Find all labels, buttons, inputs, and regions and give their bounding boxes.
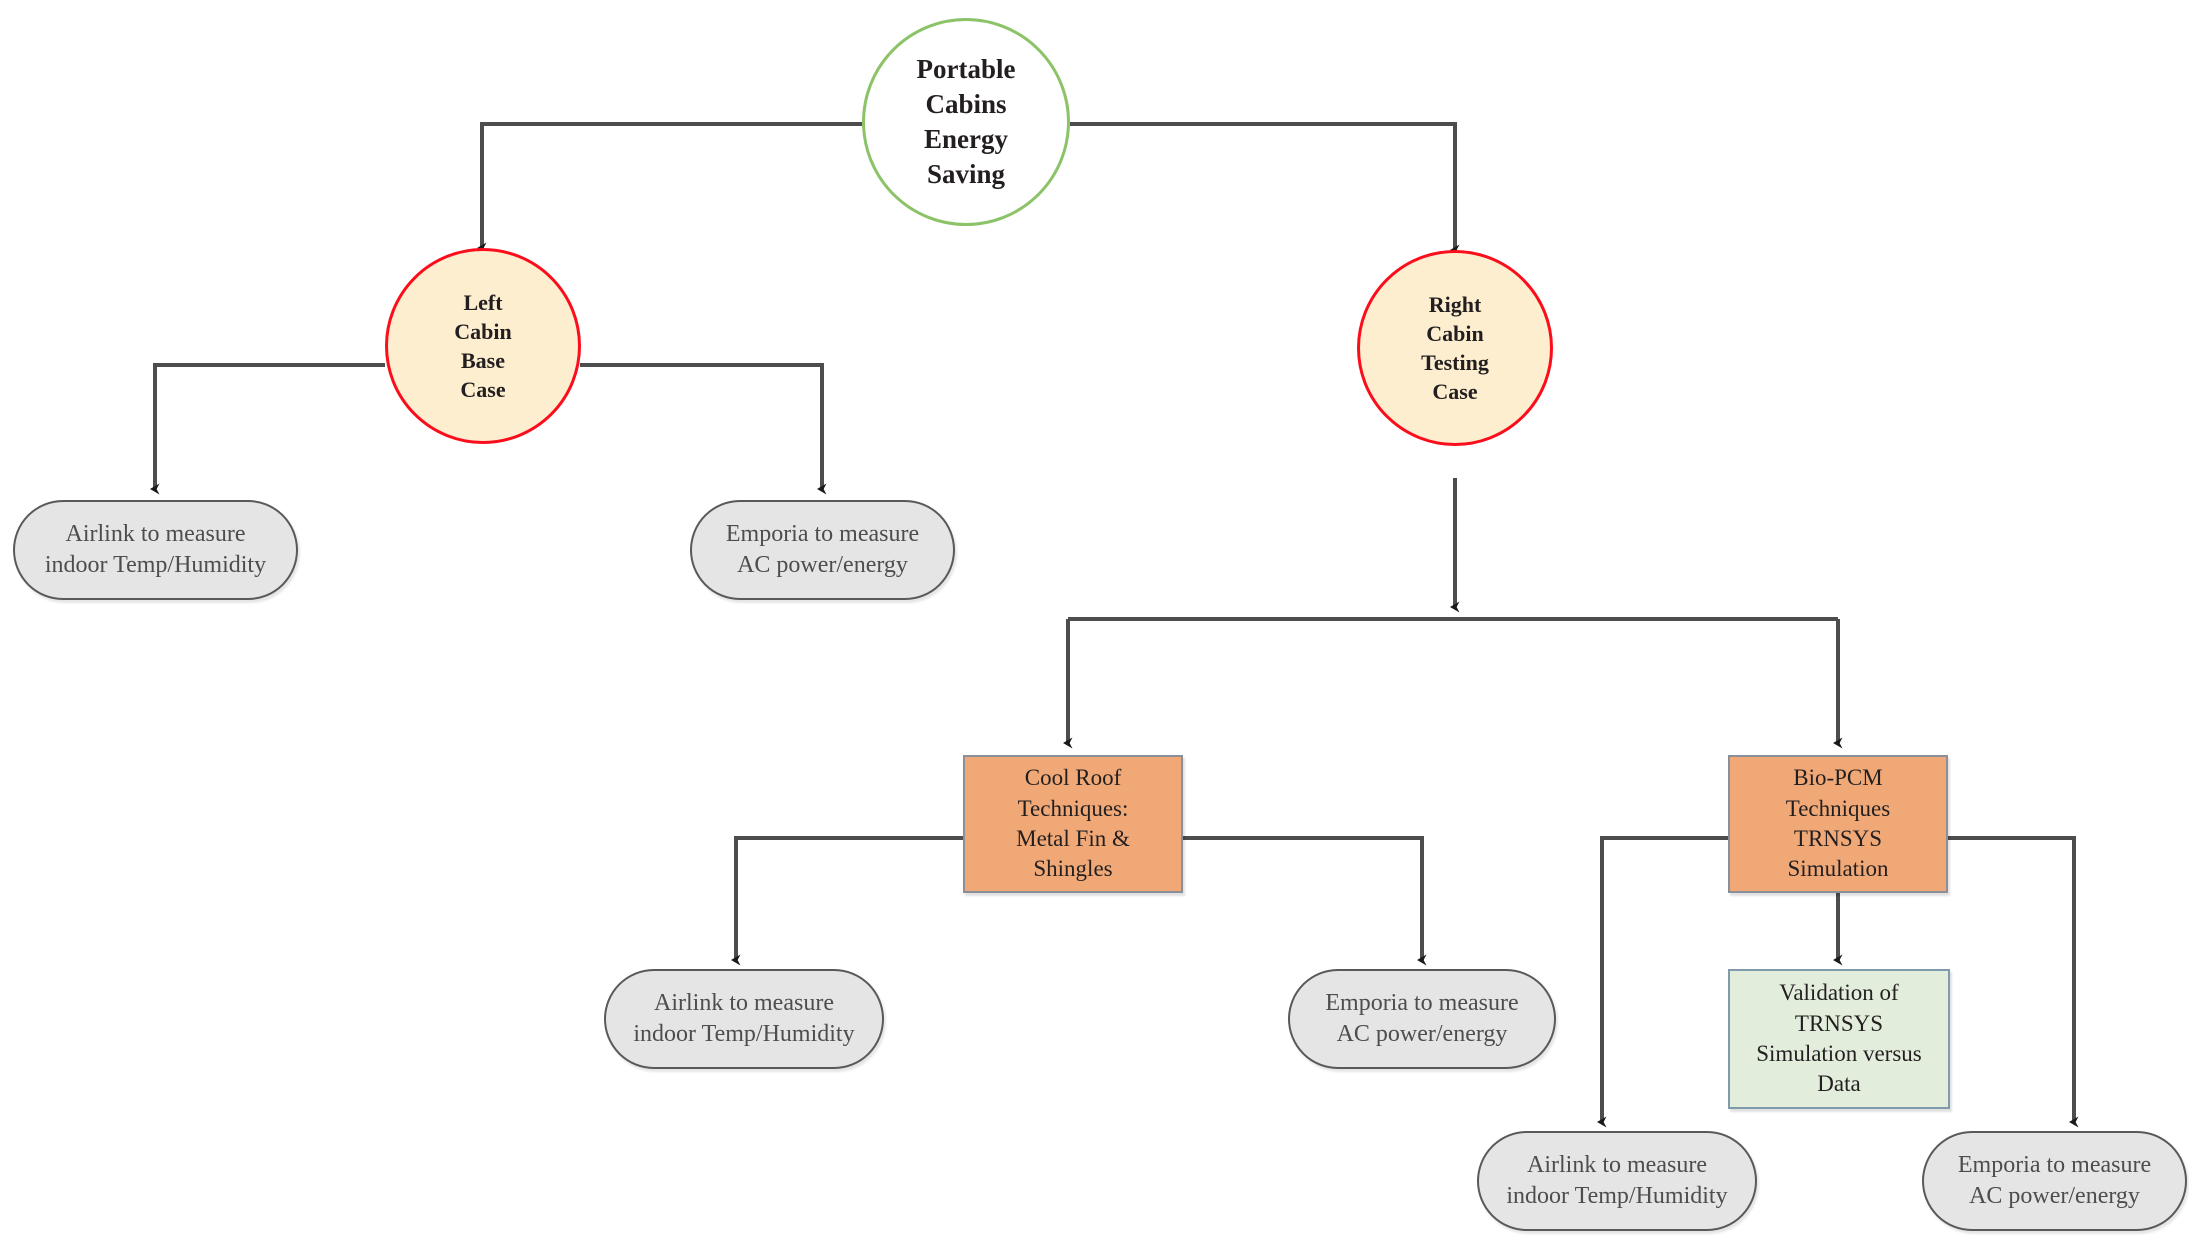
edge-cool-roof-to-airlink: [731, 836, 963, 966]
edge-bio-pcm-to-emporia: [1948, 836, 2079, 1128]
node-left-case[interactable]: Left Cabin Base Case: [385, 248, 581, 444]
node-cool-roof-label: Cool Roof Techniques: Metal Fin & Shingl…: [1016, 765, 1130, 882]
node-left-emporia[interactable]: Emporia to measure AC power/energy: [690, 500, 955, 600]
node-left-emporia-label: Emporia to measure AC power/energy: [725, 520, 920, 578]
node-bio-pcm[interactable]: Bio-PCM Techniques TRNSYS Simulation: [1728, 755, 1948, 893]
node-cool-emporia[interactable]: Emporia to measure AC power/energy: [1288, 969, 1556, 1069]
node-root[interactable]: Portable Cabins Energy Saving: [862, 18, 1070, 226]
edge-cool-roof-to-emporia: [1183, 836, 1427, 966]
node-root-label: Portable Cabins Energy Saving: [916, 53, 1016, 190]
edge-left-case-to-emporia: [580, 363, 827, 495]
node-pcm-emporia[interactable]: Emporia to measure AC power/energy: [1922, 1131, 2187, 1231]
edge-root-to-left-case: [477, 122, 862, 254]
node-validation-label: Validation of TRNSYS Simulation versus D…: [1756, 980, 1922, 1097]
edge-root-to-right-case: [1070, 122, 1460, 256]
edge-left-case-to-airlink: [150, 363, 385, 495]
node-left-airlink[interactable]: Airlink to measure indoor Temp/Humidity: [13, 500, 298, 600]
node-left-airlink-label: Airlink to measure indoor Temp/Humidity: [44, 520, 267, 578]
node-cool-emporia-label: Emporia to measure AC power/energy: [1325, 989, 1519, 1047]
edge-bio-pcm-to-airlink: [1597, 836, 1728, 1128]
node-right-case-label: Right Cabin Testing Case: [1421, 291, 1489, 405]
node-bio-pcm-label: Bio-PCM Techniques TRNSYS Simulation: [1785, 765, 1891, 882]
node-cool-airlink-label: Airlink to measure indoor Temp/Humidity: [633, 989, 855, 1047]
node-right-case[interactable]: Right Cabin Testing Case: [1357, 250, 1553, 446]
node-cool-roof[interactable]: Cool Roof Techniques: Metal Fin & Shingl…: [963, 755, 1183, 893]
node-validation[interactable]: Validation of TRNSYS Simulation versus D…: [1728, 969, 1950, 1109]
node-cool-airlink[interactable]: Airlink to measure indoor Temp/Humidity: [604, 969, 884, 1069]
node-pcm-emporia-label: Emporia to measure AC power/energy: [1957, 1151, 2152, 1209]
node-pcm-airlink-label: Airlink to measure indoor Temp/Humidity: [1506, 1151, 1728, 1209]
node-left-case-label: Left Cabin Base Case: [454, 289, 512, 403]
node-pcm-airlink[interactable]: Airlink to measure indoor Temp/Humidity: [1477, 1131, 1757, 1231]
